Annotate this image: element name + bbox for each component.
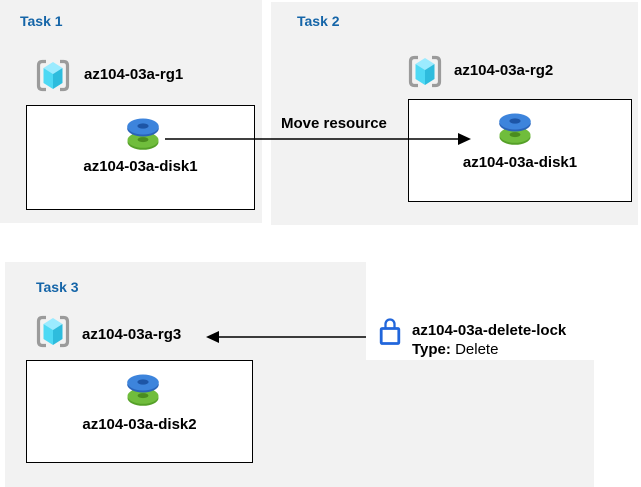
task1-title: Task 1 <box>20 13 63 29</box>
task2-title: Task 2 <box>297 13 340 29</box>
disk-icon <box>499 113 531 145</box>
resource-group-icon <box>36 59 70 92</box>
lock-type-line: Type: Delete <box>412 340 566 359</box>
lock-type-value: Delete <box>455 341 499 358</box>
lock-label-block: az104-03a-delete-lock Type: Delete <box>412 321 566 359</box>
lock-icon <box>377 312 403 351</box>
lock-name-label: az104-03a-delete-lock <box>412 322 567 339</box>
resource-group-icon <box>408 55 442 88</box>
task2-resource-group-label: az104-03a-rg2 <box>454 62 554 79</box>
move-resource-label: Move resource <box>281 115 387 132</box>
disk-icon <box>127 118 159 150</box>
disk-icon <box>127 374 159 406</box>
lock-icon <box>379 318 401 345</box>
task2-disk-label: az104-03a-disk1 <box>462 154 578 171</box>
task3-title: Task 3 <box>36 279 79 295</box>
lock-type-label: Type: <box>412 341 451 358</box>
task3-disk-label: az104-03a-disk2 <box>82 416 197 433</box>
task1-disk-label: az104-03a-disk1 <box>83 158 198 175</box>
task3-lock-label-background <box>366 262 594 360</box>
task1-resource-group-label: az104-03a-rg1 <box>84 66 184 83</box>
resource-group-icon <box>36 315 70 348</box>
task3-resource-group-label: az104-03a-rg3 <box>82 326 182 343</box>
